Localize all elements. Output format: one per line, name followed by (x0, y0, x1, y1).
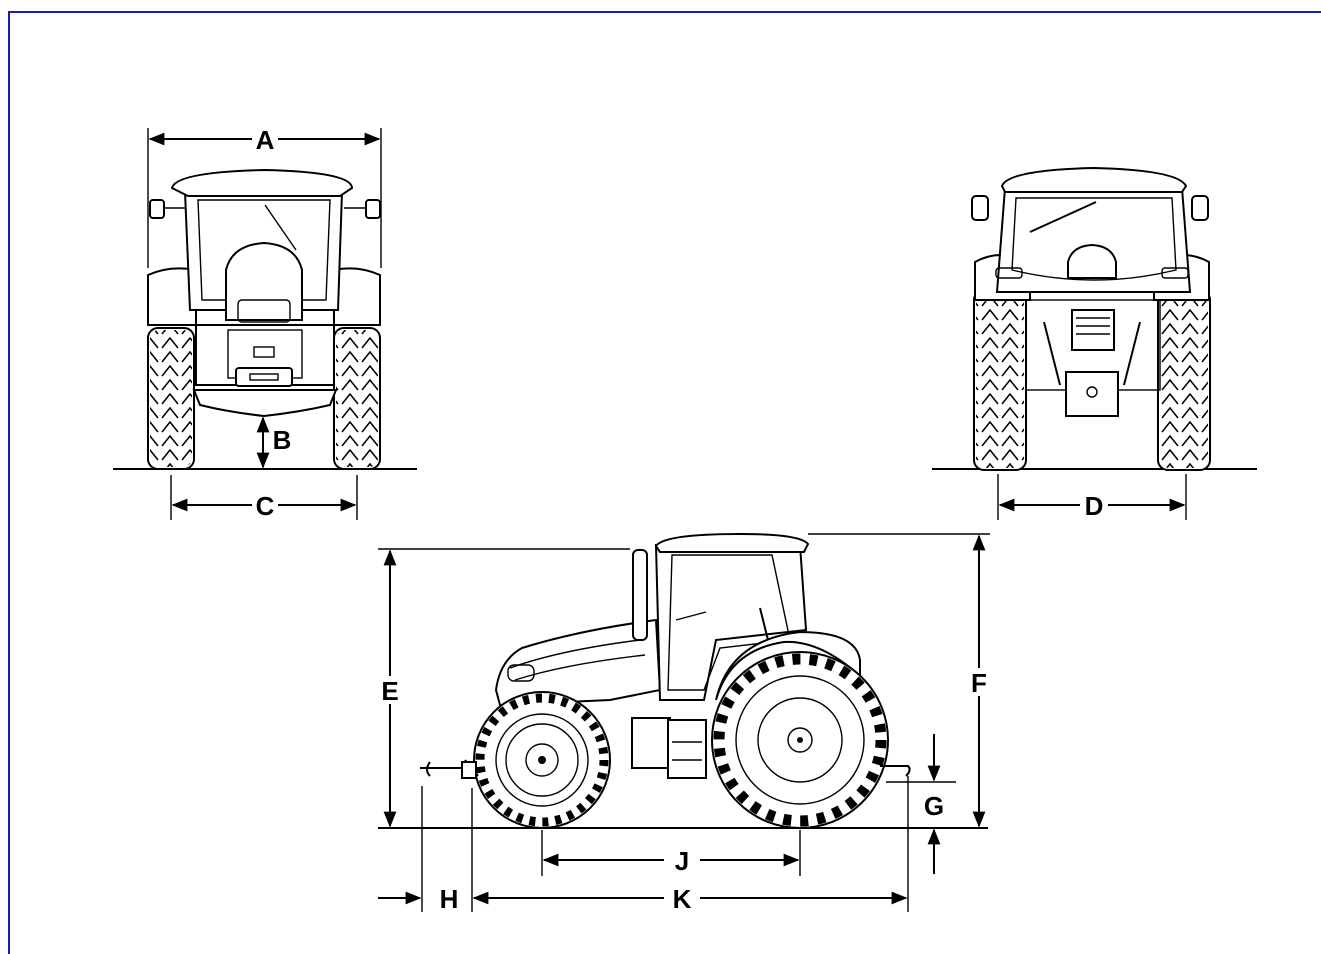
front-hood (225, 241, 303, 321)
dimension-j: J (541, 830, 801, 876)
dimension-c-label: C (256, 491, 275, 521)
front-left-tire (147, 327, 195, 470)
dimension-g-label: G (924, 791, 944, 821)
rear-hydraulics (1071, 309, 1115, 351)
diagram-frame (8, 11, 1321, 954)
front-windshield (197, 199, 331, 301)
dimension-h: H (378, 786, 473, 914)
dimension-k-label: K (673, 884, 692, 914)
side-rear-fender (715, 630, 861, 701)
dimension-c: C (170, 475, 358, 521)
side-headlight (507, 664, 535, 682)
dimension-f: F (808, 533, 990, 828)
rear-window (1011, 197, 1177, 281)
rear-right-mirror (1191, 195, 1209, 221)
rear-left-mirror (971, 195, 989, 221)
side-hood (494, 618, 662, 707)
dimension-d: D (997, 474, 1187, 521)
front-axle (192, 389, 338, 418)
rear-left-tire (973, 289, 1027, 471)
dimension-a: A (147, 125, 382, 268)
dimension-b-label: B (273, 425, 292, 455)
front-wiper (264, 204, 297, 251)
front-right-tire (333, 327, 381, 470)
front-roof (170, 168, 354, 197)
dimension-f-label: F (971, 668, 987, 698)
front-left-mirror (149, 199, 165, 219)
dimension-e: E (378, 548, 630, 828)
front-right-fender (333, 267, 381, 326)
rear-seat (1067, 243, 1117, 279)
rear-drawbar (1065, 371, 1119, 417)
front-view (113, 168, 417, 470)
rear-wiper (1029, 201, 1097, 233)
dimension-j-label: J (675, 846, 689, 876)
side-front-wheel (473, 691, 611, 829)
side-exhaust-stack (632, 549, 648, 641)
rear-roof (1000, 166, 1188, 193)
side-fuel-tank (631, 717, 671, 769)
dimension-g: G (886, 734, 956, 874)
dimension-e-label: E (381, 676, 398, 706)
side-rear-wheel (711, 651, 889, 829)
dimension-d-label: D (1085, 491, 1104, 521)
front-left-fender (147, 267, 197, 326)
side-step (667, 719, 707, 779)
dimension-b: B (256, 416, 292, 469)
rear-view (932, 166, 1257, 471)
side-rear-hitch (880, 765, 911, 777)
side-view (378, 532, 988, 829)
side-cab-window (667, 554, 791, 691)
rear-right-tire (1157, 289, 1211, 471)
front-weight (235, 367, 293, 387)
dimension-h-label: H (440, 884, 459, 914)
front-right-mirror (365, 199, 381, 219)
dimension-a-label: A (256, 125, 275, 155)
side-roof (654, 532, 810, 553)
dimension-k: K (472, 776, 909, 914)
